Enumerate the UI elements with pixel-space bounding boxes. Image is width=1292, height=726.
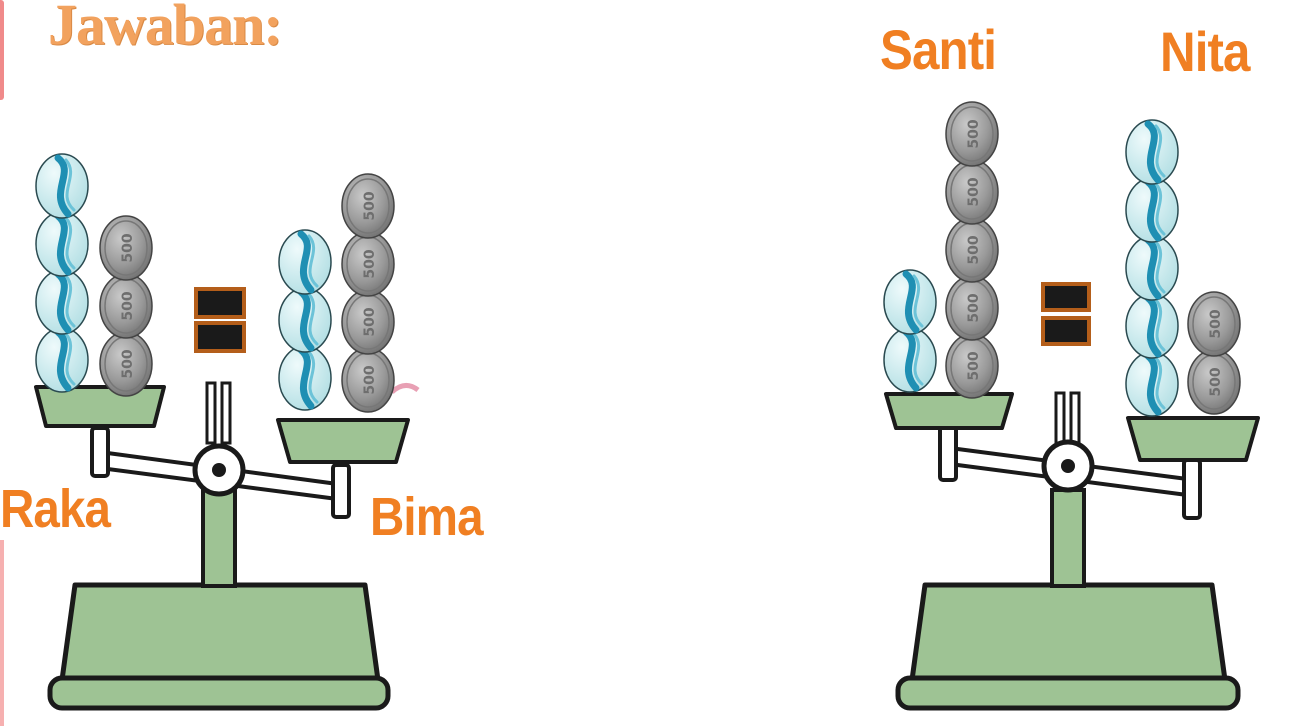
coin-500-icon: 500 [945,101,999,167]
label-raka: Raka [0,479,111,539]
coin-500-icon: 500 [341,231,395,297]
marble-icon [883,327,937,393]
equals-sign-icon [194,287,246,353]
coin-500-icon: 500 [1187,291,1241,357]
coin-500-icon: 500 [99,273,153,339]
coin-500-icon: 500 [99,215,153,281]
coin-value-label: 500 [966,119,982,148]
equals-sign-icon [1041,282,1091,346]
coin-500-icon: 500 [341,289,395,355]
marble-icon [35,153,89,219]
left-accent-bar-lower [0,540,4,726]
coin-value-label: 500 [120,233,136,262]
coin-value-label: 500 [966,235,982,264]
page-title: Jawaban: [48,0,283,57]
marble-icon [883,269,937,335]
label-santi: Santi [880,18,997,81]
coin-value-label: 500 [362,365,378,394]
coin-value-label: 500 [120,291,136,320]
coin-500-icon: 500 [945,275,999,341]
coin-value-label: 500 [120,349,136,378]
coin-500-icon: 500 [341,173,395,239]
marble-icon [278,345,332,411]
coin-value-label: 500 [362,307,378,336]
coin-500-icon: 500 [945,159,999,225]
marble-icon [35,327,89,393]
marble-icon [1125,293,1179,359]
marble-icon [278,229,332,295]
coin-value-label: 500 [362,191,378,220]
label-bima: Bima [370,487,484,547]
coin-500-icon: 500 [945,217,999,283]
balance-scale-1 [34,381,420,711]
coin-500-icon: 500 [341,347,395,413]
marble-icon [1125,119,1179,185]
marble-icon [278,287,332,353]
marble-icon [1125,177,1179,243]
marble-icon [1125,235,1179,301]
coin-500-icon: 500 [99,331,153,397]
marble-icon [35,269,89,335]
coin-value-label: 500 [966,293,982,322]
coin-value-label: 500 [966,351,982,380]
marble-icon [1125,351,1179,417]
coin-value-label: 500 [1208,309,1224,338]
coin-value-label: 500 [1208,367,1224,396]
balance-scale-2 [884,391,1260,711]
coin-500-icon: 500 [945,333,999,399]
marble-icon [35,211,89,277]
label-nita: Nita [1160,20,1250,83]
coin-value-label: 500 [966,177,982,206]
coin-500-icon: 500 [1187,349,1241,415]
left-accent-bar [0,0,4,100]
coin-value-label: 500 [362,249,378,278]
